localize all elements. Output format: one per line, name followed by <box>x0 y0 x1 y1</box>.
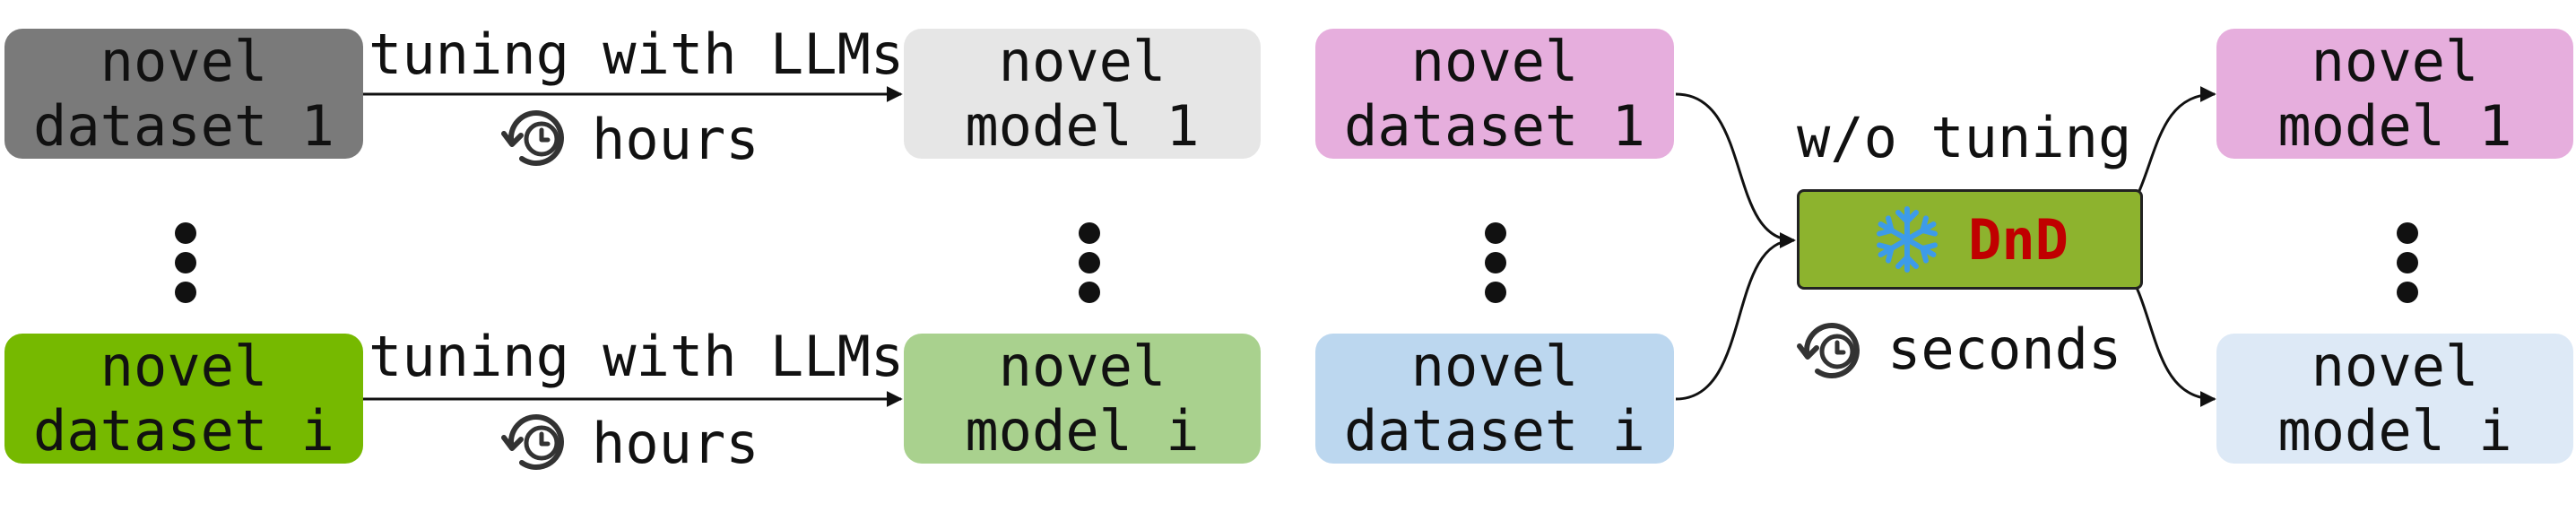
left-dataset-i-line1: novel <box>100 333 268 399</box>
right-model-i-line2: model i <box>2277 397 2512 464</box>
clock-cycle-icon <box>501 414 564 471</box>
center-label: w/o tuning <box>1797 105 2132 170</box>
vertical-ellipsis-icon <box>2397 222 2418 303</box>
right-dataset-1-line1: novel <box>1410 28 1579 94</box>
left-model-1-line2: model 1 <box>965 92 1200 159</box>
vertical-ellipsis-icon <box>1079 222 1100 303</box>
left-dataset-1-line2: dataset 1 <box>33 92 334 159</box>
left-model-i-line2: model i <box>965 397 1200 464</box>
right-dataset-i-line2: dataset i <box>1344 397 1645 464</box>
left-bottom-time-label: hours <box>592 411 759 476</box>
clock-cycle-icon <box>1797 323 1860 379</box>
left-dataset-i-box: novel dataset i <box>4 334 363 464</box>
left-bottom-edge-label: tuning with LLMs <box>369 324 905 389</box>
dnd-box: DnD <box>1797 189 2143 290</box>
left-top-time-label: hours <box>592 107 759 172</box>
right-dataset-i-line1: novel <box>1410 333 1579 399</box>
left-top-edge-label: tuning with LLMs <box>369 22 905 87</box>
curve-dataset1-to-dnd <box>1675 92 1796 248</box>
center-time-label: seconds <box>1887 317 2122 382</box>
right-model-i-box: novel model i <box>2216 334 2573 464</box>
dnd-label: DnD <box>1968 206 2069 273</box>
right-dataset-1-box: novel dataset 1 <box>1315 29 1674 159</box>
left-dataset-i-line2: dataset i <box>33 397 334 464</box>
vertical-ellipsis-icon <box>175 222 196 303</box>
left-dataset-1-box: novel dataset 1 <box>4 29 363 159</box>
left-model-1-box: novel model 1 <box>904 29 1261 159</box>
clock-cycle-icon <box>501 110 564 167</box>
vertical-ellipsis-icon <box>1485 222 1506 303</box>
right-model-1-box: novel model 1 <box>2216 29 2573 159</box>
left-model-i-box: novel model i <box>904 334 1261 464</box>
left-model-i-line1: novel <box>998 333 1167 399</box>
right-model-1-line2: model 1 <box>2277 92 2512 159</box>
right-model-1-line1: novel <box>2311 28 2479 94</box>
snowflake-icon <box>1877 206 1938 273</box>
right-model-i-line1: novel <box>2311 333 2479 399</box>
right-dataset-i-box: novel dataset i <box>1315 334 1674 464</box>
left-model-1-line1: novel <box>998 28 1167 94</box>
curve-dataseti-to-dnd <box>1675 232 1796 401</box>
left-dataset-1-line1: novel <box>100 28 268 94</box>
right-dataset-1-line2: dataset 1 <box>1344 92 1645 159</box>
